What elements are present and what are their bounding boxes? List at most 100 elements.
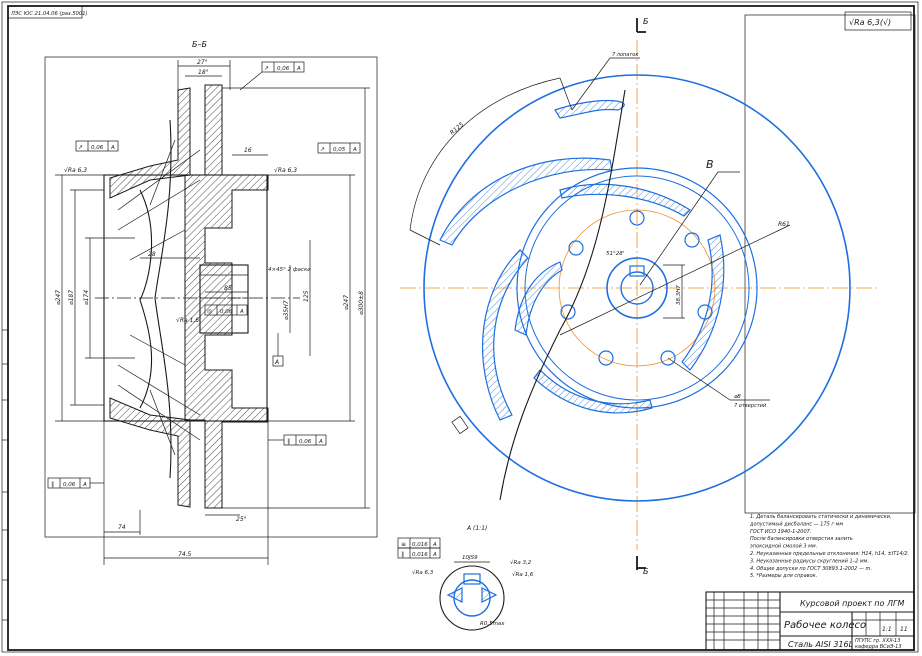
note-line: эпоксидной смолой 3 мм. [750, 544, 817, 550]
corner-stamp: ЛЭС ЮС 21.04.06 (раз.5001) [10, 11, 88, 17]
view-a-angle: R0,5max [480, 621, 505, 627]
datum-label: А [274, 359, 279, 366]
dim-bore-d: ⌀35H7 [283, 300, 290, 320]
dim-r-hole-note: 7 отверстий [734, 403, 767, 409]
svg-text:0,05: 0,05 [333, 147, 346, 153]
tol-frame-lower-right: ∥ 0,06 А [268, 434, 327, 446]
svg-text:А: А [110, 145, 115, 151]
right-diameter-dims [222, 87, 370, 509]
view-a-tol-2: ∥ 0,016 А [397, 547, 441, 559]
svg-text:↗: ↗ [264, 65, 269, 72]
left-diameter-dims [55, 174, 135, 422]
view-a-tol-1: ≡ 0,016 А [397, 537, 441, 549]
section-marker-top: Б [643, 17, 649, 26]
sheet-frame [7, 5, 915, 651]
section-view: ⌀247 ⌀187 ⌀174 ⌀247 ⌀300±8 ⌀35H7 125 27°… [47, 59, 370, 565]
dim-bottom-right: 25° [236, 516, 247, 523]
svg-text:0,016: 0,016 [412, 552, 428, 558]
svg-text:∥: ∥ [287, 438, 290, 445]
hub-outer [103, 174, 268, 422]
note-line: 5. *Размеры для справок. [750, 573, 817, 579]
dim-left-outer: ⌀247 [55, 290, 62, 305]
title-scale: 1:1 [882, 626, 892, 633]
dim-r-key: 38,3H7 [676, 285, 682, 305]
leader-top: 7 лопаток [612, 52, 638, 58]
svg-text:◎: ◎ [207, 308, 212, 315]
svg-text:А: А [82, 482, 87, 488]
dim-hub-w: 16 [244, 147, 252, 154]
svg-text:0,06: 0,06 [277, 66, 290, 72]
dim-r-inner: R61 [778, 221, 790, 228]
disc-body [184, 84, 269, 509]
radius-line [559, 224, 791, 336]
note-line: 1. Деталь балансировать статически и дин… [750, 514, 891, 520]
dim-hub-top-width: 27° [197, 59, 208, 66]
note-line: 3. Неуказанные радиусы скруглений 1–2 мм… [750, 558, 869, 564]
svg-text:А: А [432, 542, 437, 548]
title-project: Курсовой проект по ЛГМ [800, 599, 904, 608]
roughness-general: √Ra 6,3(√) [849, 18, 891, 27]
svg-text:А: А [296, 66, 301, 72]
view-a-rough-r1: √Ra 3,2 [510, 559, 532, 566]
tol-frame-mid-left: ↗ 0,06 А [75, 140, 119, 152]
title-block: Курсовой проект по ЛГМ Рабочее колесо Ст… [705, 591, 915, 651]
section-view-frame [44, 56, 378, 538]
section-marker-bottom: Б [643, 567, 649, 576]
roughness-mark-r1: √Ra 6,3 [274, 167, 297, 174]
view-a-circle [439, 565, 505, 631]
blade-channel-2 [154, 119, 172, 479]
technical-notes: 1. Деталь балансировать статически и дин… [749, 514, 909, 579]
dim-left-inner: ⌀174 [83, 290, 90, 305]
note-line: 2. Неуказанные предельные отклонения: H1… [750, 551, 909, 557]
dim-bore-depth: 85 [224, 285, 232, 292]
blade-curve-b [129, 139, 186, 456]
svg-text:А: А [239, 309, 244, 315]
impeller-outer-rim [423, 74, 851, 502]
title-part: Рабочее колесо [784, 619, 866, 631]
blade-channel [139, 189, 153, 409]
arc-dim [409, 77, 561, 231]
roughness-box [844, 11, 912, 31]
roughness-mark-bore: √Ra 1,6 [176, 317, 199, 324]
dim-right-full: ⌀300±8 [358, 291, 365, 315]
dim-shaft-len: 28 [148, 251, 156, 258]
note-line: 4. Общие допуски по ГОСТ 30893.1-2002 — … [750, 566, 872, 572]
svg-text:∥: ∥ [51, 481, 54, 488]
blades [439, 99, 725, 421]
keyway-slot [629, 265, 645, 277]
svg-text:0,06: 0,06 [220, 309, 233, 315]
view-a-label: А (1:1) [466, 525, 487, 532]
roughness-mark-l1: √Ra 6,3 [64, 167, 87, 174]
svg-text:↗: ↗ [78, 144, 83, 151]
note-line: допустимый дисбаланс — 175 г·мм [749, 521, 843, 527]
dim-web-w: 125 [303, 290, 310, 302]
view-a-rough-r2: √Ra 1,6 [512, 571, 534, 578]
title-material: Сталь AISI 316L [788, 640, 853, 649]
callout-v: В [706, 158, 714, 171]
view-a-rough-l: √Ra 6,3 [412, 569, 434, 576]
dim-r-hole: ⌀8 [734, 394, 741, 400]
section-label: Б–Б [192, 40, 207, 49]
bore [199, 264, 249, 334]
svg-text:А: А [318, 439, 323, 445]
left-margin-ticks [2, 329, 8, 621]
title-org-1: ПГУПС гр. XXX-13 [855, 638, 900, 644]
lower-shroud [109, 397, 191, 508]
svg-text:А: А [432, 552, 437, 558]
title-sheet: 11 [900, 626, 908, 633]
svg-text:∥: ∥ [401, 551, 404, 558]
svg-text:А: А [352, 147, 357, 153]
title-org-2: кафедра ВСиЭ-13 [855, 644, 902, 650]
top-dims [177, 60, 268, 156]
svg-text:0,016: 0,016 [412, 542, 428, 548]
bottom-dims [103, 421, 269, 565]
dim-bottom-w: 74 [118, 524, 126, 531]
corner-stamp-box [7, 5, 83, 19]
svg-text:0,06: 0,06 [63, 482, 76, 488]
view-a-detail: А (1:1) 10JS9 √Ra 6,3 √Ra 3,2 √Ra 1,6 R0… [397, 525, 534, 631]
blade-curve-a [117, 149, 201, 441]
view-a-dim: 10JS9 [462, 555, 478, 561]
tol-frame-top-right: ↗ 0,06 А [239, 61, 305, 91]
